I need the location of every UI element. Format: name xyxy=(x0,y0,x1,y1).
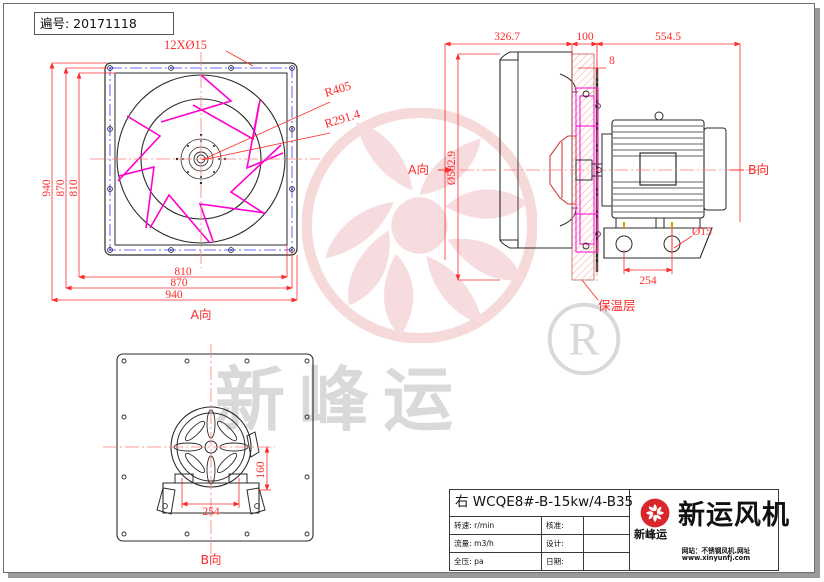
front-dim-810h: 810 xyxy=(174,266,192,278)
side-dim-254: 254 xyxy=(639,275,657,287)
side-dim-554-5: 554.5 xyxy=(655,31,681,43)
bottom-dim-160: 160 xyxy=(255,461,267,479)
side-annotation-insulation: 保温层 xyxy=(598,298,636,312)
company-sub-brand: 新峰运 xyxy=(634,528,667,541)
front-dim-940v: 940 xyxy=(41,179,53,197)
side-label-a: A向 xyxy=(408,162,429,177)
company-website-line2: www.xinyunfj.com xyxy=(681,554,751,562)
table-row: 全压: pa 日期: xyxy=(450,553,629,570)
front-dim-870v: 870 xyxy=(55,179,67,197)
company-fan-logo-icon xyxy=(640,498,670,528)
bottom-view: 160 254 B向 xyxy=(103,344,314,567)
company-name: 新运风机 xyxy=(678,500,790,531)
side-dim-326-7: 326.7 xyxy=(494,31,520,43)
side-view: 326.7 100 554.5 8 Ø582.9 A向 B向 254 xyxy=(408,31,769,312)
bottom-view-label: B向 xyxy=(200,552,221,567)
document-number-box: 遍号: 20171118 xyxy=(34,12,174,35)
front-view: 12XØ15 R405 R291.4 940 870 810 810 870 xyxy=(41,40,363,322)
front-radius-outer: R405 xyxy=(323,79,353,100)
side-dim-diameter: Ø582.9 xyxy=(446,151,458,185)
company-panel: 新峰运 新运风机 网站：不锈钢风机.网址 www.xinyunfj.com xyxy=(630,490,789,570)
title-block: 右 WCQE8#-B-15kw/4-B35 转速: r/min 核准: 流量: … xyxy=(449,489,789,571)
table-row: 转速: r/min 核准: xyxy=(450,517,629,535)
side-dim-hole: Ø15 xyxy=(692,226,712,238)
front-hole-callout: 12XØ15 xyxy=(164,40,207,52)
spec-rows: 转速: r/min 核准: 流量: m3/h 设计: 全压: pa 日期: xyxy=(450,517,629,570)
spec-value-designer[interactable] xyxy=(584,535,629,552)
spec-field-speed: 转速: r/min xyxy=(450,517,542,534)
front-radius-inner: R291.4 xyxy=(323,107,363,131)
model-designation: 右 WCQE8#-B-15kw/4-B35 xyxy=(450,490,633,517)
front-view-label: A向 xyxy=(190,307,211,322)
spec-field-approved: 核准: xyxy=(542,517,584,534)
title-block-left: 右 WCQE8#-B-15kw/4-B35 转速: r/min 核准: 流量: … xyxy=(450,490,633,570)
front-dim-870h: 870 xyxy=(170,277,188,289)
side-dim-8: 8 xyxy=(609,55,615,67)
bottom-dim-254: 254 xyxy=(202,506,220,518)
spec-field-date: 日期: xyxy=(542,553,584,570)
spec-field-pressure: 全压: pa xyxy=(450,553,542,570)
spec-value-approved[interactable] xyxy=(584,517,629,534)
spec-field-designer: 设计: xyxy=(542,535,584,552)
spec-value-date[interactable] xyxy=(584,553,629,570)
spec-field-flow: 流量: m3/h xyxy=(450,535,542,552)
front-dim-940h: 940 xyxy=(165,289,183,301)
side-label-b: B向 xyxy=(748,162,769,177)
company-website-line1: 网站：不锈钢风机.网址 xyxy=(681,547,751,555)
side-dim-100: 100 xyxy=(576,31,594,43)
table-row: 流量: m3/h 设计: xyxy=(450,535,629,553)
front-dim-810v: 810 xyxy=(68,179,80,197)
